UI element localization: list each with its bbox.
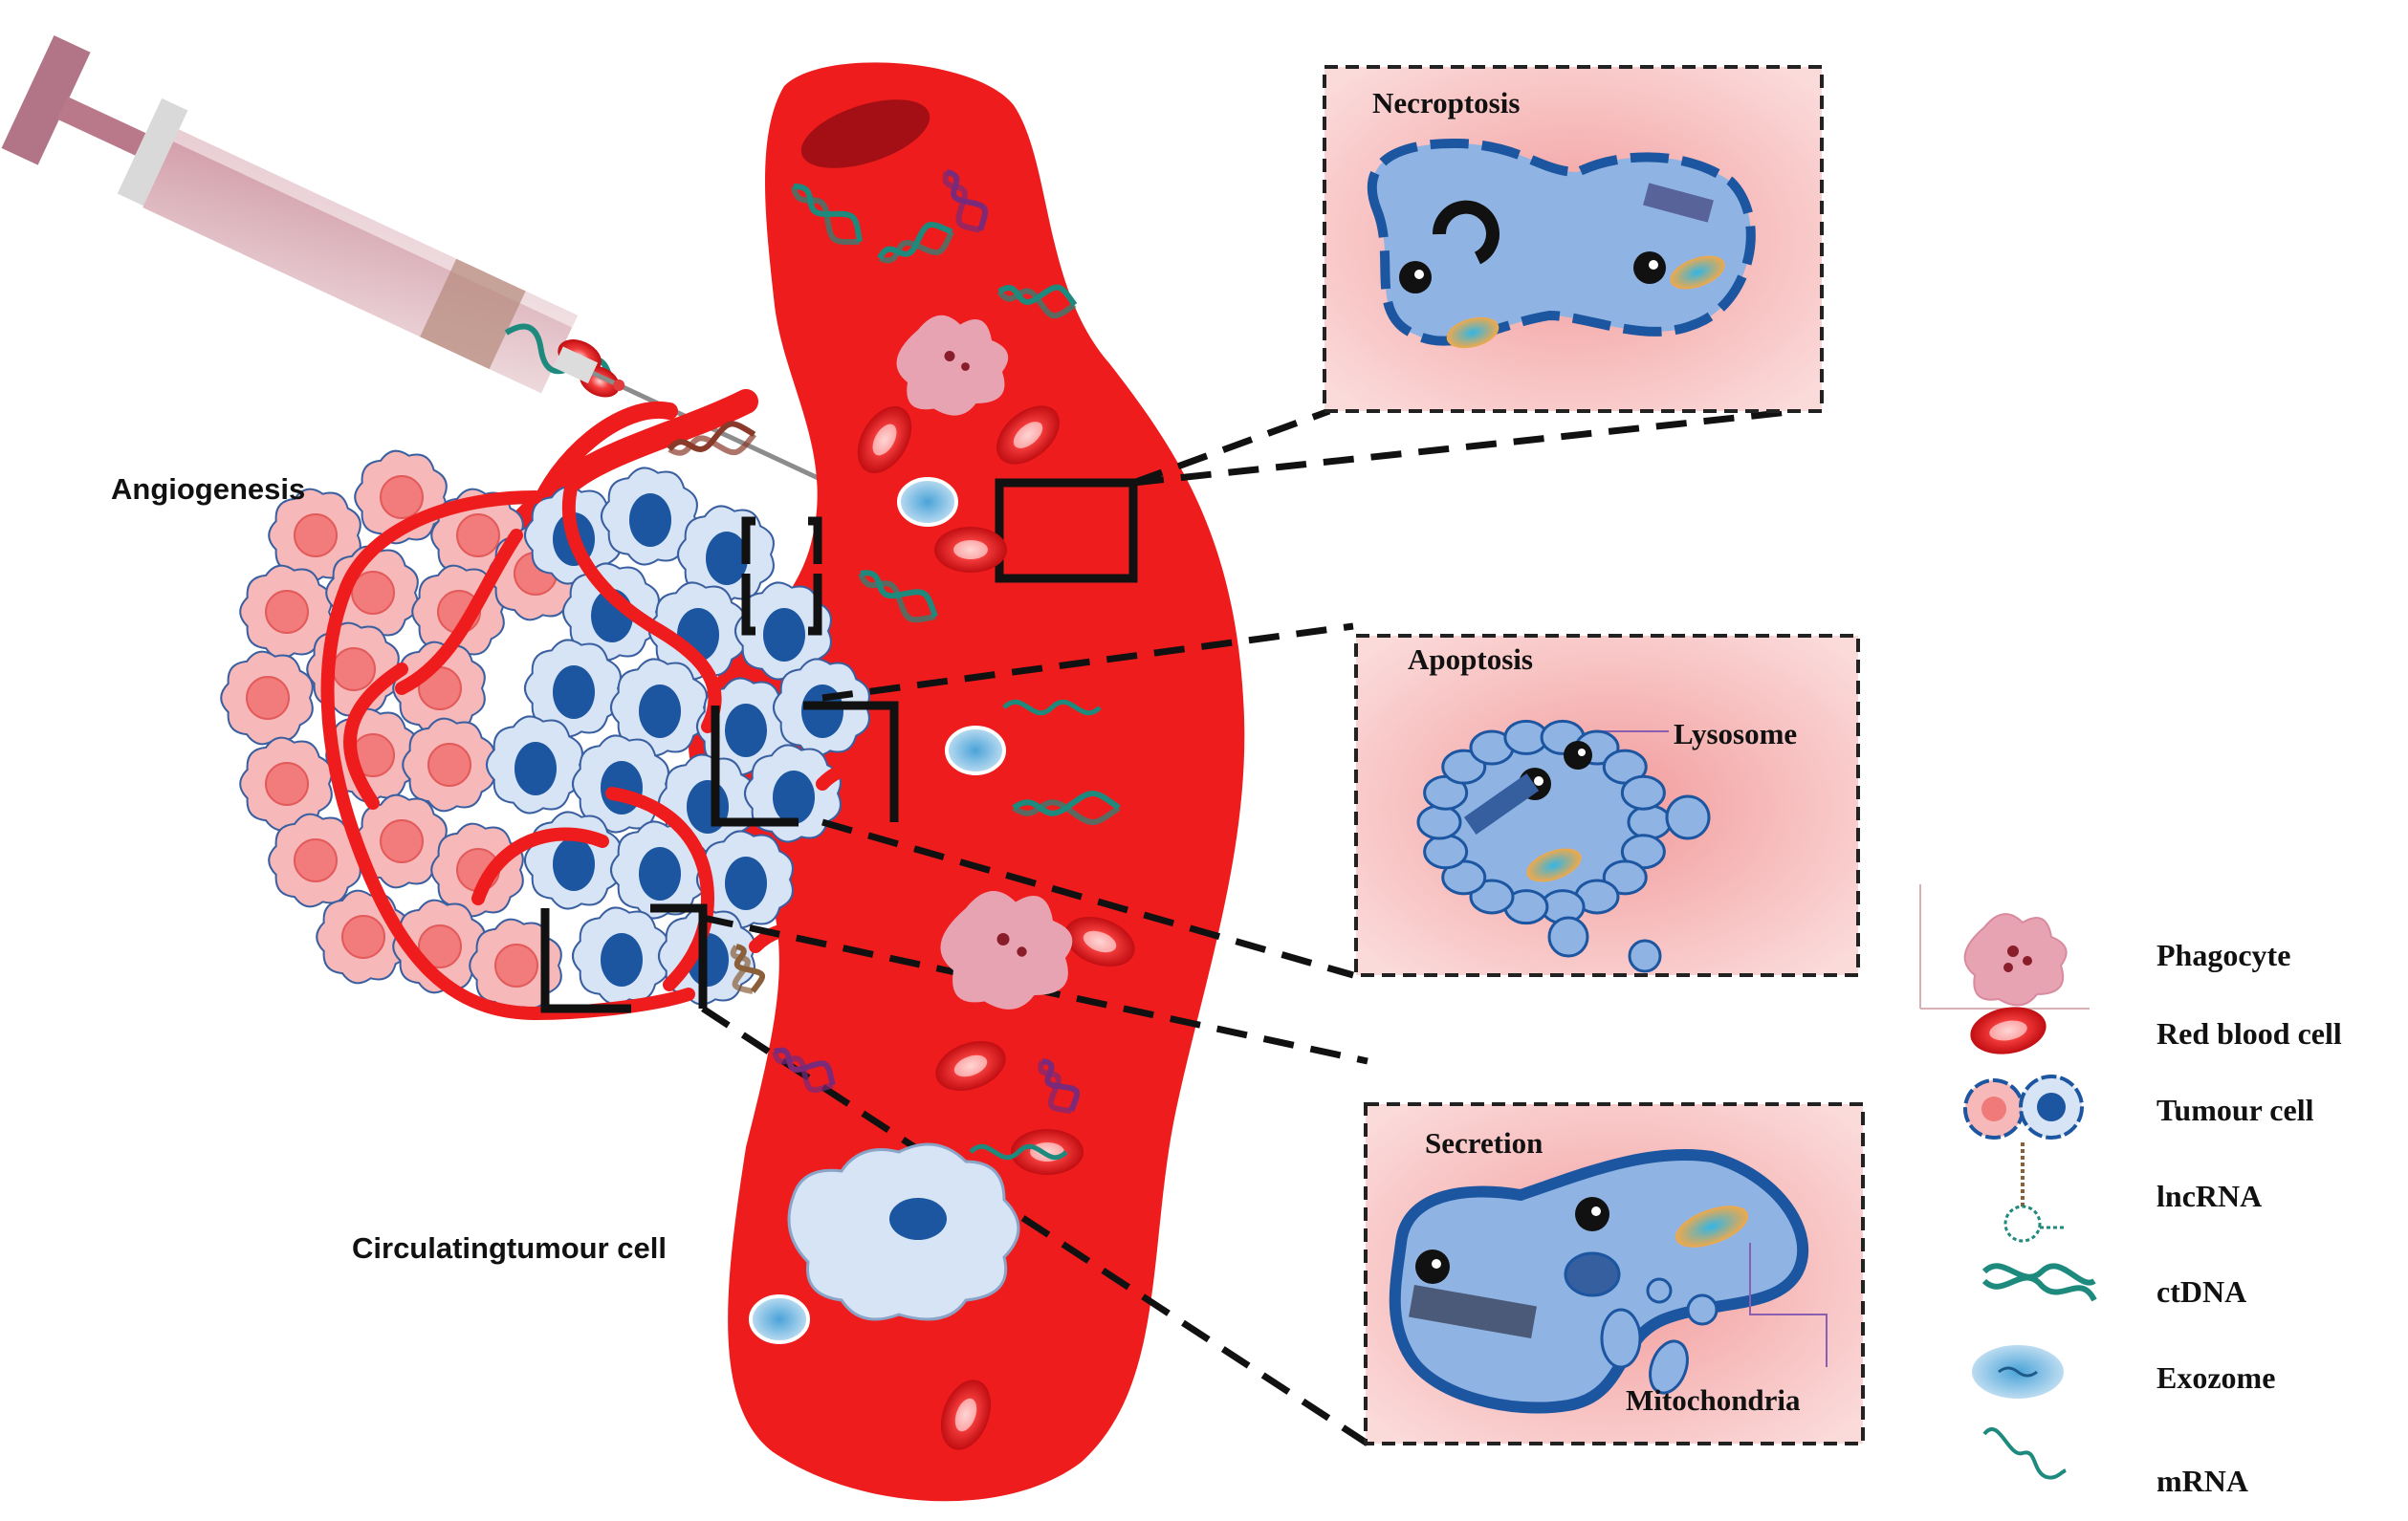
legend-ctdna-icon	[1981, 1263, 2097, 1302]
circulating-tumour-cell	[787, 1142, 1020, 1321]
legend-tumour-cell-icon	[1963, 1075, 2084, 1140]
angiogenesis-vessels	[320, 471, 877, 1020]
selection-brackets	[540, 478, 1138, 1013]
legend-phagocyte-label: Phagocyte	[2156, 938, 2290, 972]
angiogenesis-label: Angiogenesis	[111, 472, 305, 506]
legend-ctdna-label: ctDNA	[2156, 1274, 2246, 1309]
legend-phagocyte-icon	[1963, 913, 2068, 1007]
legend-red-blood-cell-label: Red blood cell	[2156, 1016, 2342, 1051]
circulating-tumour-cell-label: Circulatingtumour cell	[352, 1231, 667, 1265]
legend: Phagocyte Red blood cell Tumour cell lnc…	[1919, 884, 2342, 1498]
mitochondria-label: Mitochondria	[1626, 1383, 1801, 1417]
legend-mrna-icon	[1982, 1426, 2067, 1480]
legend-lncrna-label: lncRNA	[2156, 1179, 2262, 1213]
apoptosis-label: Apoptosis	[1408, 642, 1533, 676]
legend-red-blood-cell-icon	[1970, 1007, 2047, 1054]
necroptosis-panel: Necroptosis	[1323, 65, 1824, 413]
secretion-panel: Secretion Mitochondria	[1364, 1102, 1865, 1445]
apoptosis-panel: Apoptosis Lysosome	[1354, 634, 1860, 977]
vessel-contents	[667, 169, 1135, 1450]
legend-exosome-label: Exozome	[2156, 1360, 2275, 1395]
necroptosis-label: Necroptosis	[1372, 86, 1520, 120]
lysosome-label: Lysosome	[1674, 717, 1797, 750]
legend-exosome-icon	[1972, 1345, 2064, 1399]
legend-tumour-cell-label: Tumour cell	[2156, 1093, 2314, 1127]
legend-mrna-label: mRNA	[2156, 1464, 2248, 1498]
secretion-label: Secretion	[1425, 1126, 1543, 1160]
legend-lncrna-icon	[2003, 1142, 2064, 1243]
